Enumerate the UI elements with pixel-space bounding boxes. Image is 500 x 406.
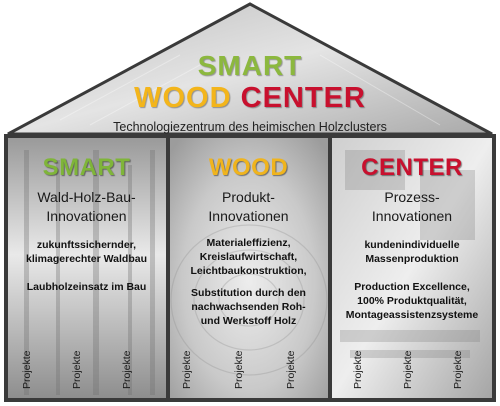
header-subtitle: Technologiezentrum des heimischen Holzcl… [113, 120, 387, 134]
subtitle-line: Prozess- [384, 189, 440, 205]
detail-line: kundenindividuelle [364, 239, 460, 251]
column-title: CENTER [361, 154, 463, 181]
column-subtitle: Wald-Holz-Bau- Innovationen [8, 188, 165, 226]
detail-line: klimagerechter Waldbau [26, 253, 147, 265]
detail-block: Production Excellence, 100% Produktquali… [333, 280, 491, 322]
forest-texture [24, 150, 155, 395]
project-label: Projekte [21, 350, 33, 389]
column-title: WOOD [208, 154, 289, 181]
detail-line: zukunftssichernder, [36, 239, 137, 251]
detail-block: Substitution durch den nachwachsenden Ro… [170, 286, 327, 328]
project-label: Projekte [181, 350, 193, 389]
subtitle-line: Wald-Holz-Bau- [37, 189, 136, 205]
projects-group: Projekte Projekte Projekte [170, 329, 327, 391]
detail-line: Substitution durch den [191, 287, 306, 299]
detail-line: Materialeffizienz, [206, 237, 291, 249]
headline-center: CENTER [240, 82, 366, 114]
projects-group: Projekte Projekte Projekte [8, 329, 165, 391]
column-wood-bg [170, 138, 328, 398]
detail-line: und Werkstoff Holz [200, 315, 297, 327]
detail-line: Massenproduktion [365, 253, 459, 265]
column-smart: SMART Wald-Holz-Bau- Innovationen zukunf… [8, 142, 165, 397]
projects-group: Projekte Projekte Projekte [333, 329, 491, 391]
detail-line: Montageassistenzsysteme [345, 309, 479, 321]
column-center: CENTER Prozess- Innovationen kundenindiv… [333, 142, 491, 397]
detail-line: Production Excellence, [354, 281, 470, 293]
subtitle-line: Innovationen [46, 208, 127, 224]
house-frame [4, 134, 496, 402]
detail-block: kundenindividuelle Massenproduktion [333, 238, 491, 266]
column-smart-bg [8, 138, 166, 398]
project-label: Projekte [233, 350, 245, 389]
project-label: Projekte [352, 350, 364, 389]
detail-block: zukunftssichernder, klimagerechter Waldb… [8, 238, 165, 266]
wood-rings-texture [170, 224, 328, 376]
machine-texture [340, 150, 480, 358]
project-label: Projekte [285, 350, 297, 389]
column-wood: WOOD Produkt- Innovationen Materialeffiz… [170, 142, 327, 397]
project-label: Projekte [121, 350, 133, 389]
detail-line: Leichtbaukonstruktion, [190, 265, 307, 277]
subtitle-line: Produkt- [222, 189, 275, 205]
detail-line: nachwachsenden Roh- [191, 301, 306, 313]
subtitle-line: Innovationen [371, 208, 453, 224]
detail-line: Kreislaufwirtschaft, [199, 251, 298, 263]
project-label: Projekte [452, 350, 464, 389]
headline-wood-center: WOOD CENTER [0, 82, 500, 115]
detail-line: Laubholzeinsatz im Bau [26, 281, 147, 293]
detail-block: Materialeffizienz, Kreislaufwirtschaft, … [170, 236, 327, 278]
column-subtitle: Prozess- Innovationen [333, 188, 491, 226]
roof-texture [59, 39, 471, 126]
column-title: SMART [42, 154, 131, 181]
detail-line: 100% Produktqualität, [357, 295, 467, 307]
project-label: Projekte [402, 350, 414, 389]
column-center-bg [332, 138, 492, 398]
headline-smart: SMART [197, 50, 303, 81]
detail-block: Laubholzeinsatz im Bau [8, 280, 165, 294]
project-label: Projekte [71, 350, 83, 389]
column-subtitle: Produkt- Innovationen [170, 188, 327, 226]
subtitle-line: Innovationen [208, 208, 289, 224]
headline-wood: WOOD [134, 82, 232, 114]
